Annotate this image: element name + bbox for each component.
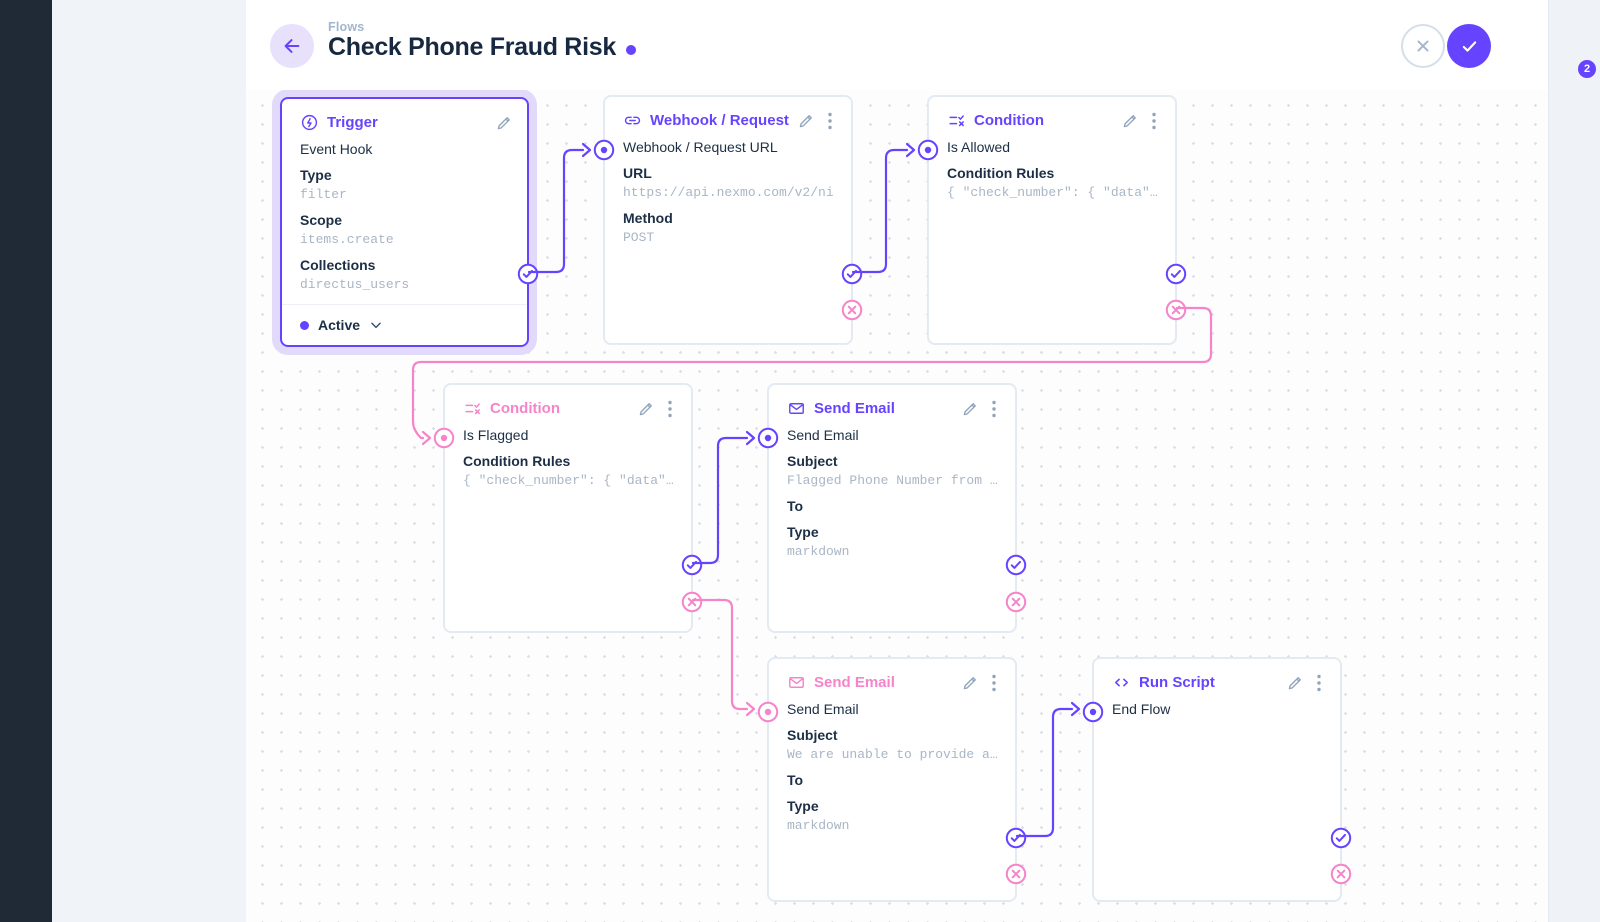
node-title: Run Script: [1139, 674, 1215, 691]
resolve-connector[interactable]: [1004, 826, 1028, 850]
more-options-icon[interactable]: [987, 400, 1001, 418]
trigger-name: Event Hook: [300, 141, 373, 157]
edit-icon[interactable]: [797, 112, 815, 130]
input-connector[interactable]: [592, 138, 616, 162]
module-bar: [0, 0, 52, 922]
node-body: Send Email Subject We are unable to prov…: [787, 701, 997, 833]
trigger-icon: [300, 113, 319, 132]
resolve-connector[interactable]: [1004, 553, 1028, 577]
node-body: Is Flagged Condition Rules { "check_numb…: [463, 427, 673, 488]
condition-icon: [463, 399, 482, 418]
node-body: End Flow: [1094, 700, 1340, 719]
flow-node-send-email-unable[interactable]: Send Email Send Email Subject We are una…: [757, 657, 1027, 902]
code-icon: [1112, 673, 1131, 692]
resolve-connector[interactable]: [680, 553, 704, 577]
edit-icon[interactable]: [495, 114, 513, 132]
operation-name: Is Allowed: [947, 139, 1011, 155]
node-body: Event Hook Type filter Scope items.creat…: [282, 140, 527, 294]
node-title: Send Email: [814, 400, 895, 417]
node-header: Condition: [929, 97, 1175, 138]
operation-name: Webhook / Request URL: [623, 139, 778, 155]
flow-node-webhook[interactable]: Webhook / Request URL Webhook / Request …: [593, 95, 863, 345]
node-header: Send Email: [769, 659, 1015, 700]
resolve-connector[interactable]: [840, 262, 864, 286]
breadcrumb[interactable]: Flows: [328, 20, 365, 34]
resolve-connector[interactable]: [1329, 826, 1353, 850]
node-body: Webhook / Request URL URL https://api.ne…: [623, 139, 833, 245]
trigger-status-toggle[interactable]: Active: [282, 304, 527, 345]
node-title: Trigger: [327, 114, 378, 131]
save-button[interactable]: [1447, 24, 1491, 68]
input-connector[interactable]: [756, 426, 780, 450]
page-title: Check Phone Fraud Risk: [328, 33, 636, 62]
more-options-icon[interactable]: [987, 674, 1001, 692]
mail-icon: [787, 399, 806, 418]
chevron-down-icon: [369, 318, 383, 332]
link-icon: [623, 111, 642, 130]
resolve-connector[interactable]: [1164, 262, 1188, 286]
operation-name: Is Flagged: [463, 427, 529, 443]
node-header: Send Email: [769, 385, 1015, 426]
node-title: Condition: [490, 400, 560, 417]
cancel-button[interactable]: [1401, 24, 1445, 68]
mail-icon: [787, 673, 806, 692]
input-connector[interactable]: [916, 138, 940, 162]
node-header: Condition: [445, 385, 691, 426]
reject-connector[interactable]: [1329, 862, 1353, 886]
more-options-icon[interactable]: [1147, 112, 1161, 130]
operation-name: Send Email: [787, 427, 859, 443]
edit-icon[interactable]: [1286, 674, 1304, 692]
node-title: Webhook / Request URL: [650, 112, 789, 129]
right-rail: [1548, 0, 1600, 922]
node-title: Condition: [974, 112, 1044, 129]
operation-name: Send Email: [787, 701, 859, 717]
reject-connector[interactable]: [1164, 298, 1188, 322]
status-dot: [300, 320, 309, 330]
unsaved-dot: [625, 44, 636, 55]
flow-node-send-email-flagged[interactable]: Send Email Send Email Subject Flagged Ph…: [757, 383, 1027, 633]
node-body: Is Allowed Condition Rules { "check_numb…: [947, 139, 1157, 200]
input-connector[interactable]: [1081, 700, 1105, 724]
flow-node-trigger[interactable]: Trigger Event Hook Type filter Scope ite…: [280, 97, 539, 347]
operation-name: End Flow: [1112, 701, 1171, 717]
edit-icon[interactable]: [961, 400, 979, 418]
node-title: Send Email: [814, 674, 895, 691]
back-button[interactable]: [270, 24, 314, 68]
notifications-badge: 2: [1578, 60, 1596, 78]
node-body: Send Email Subject Flagged Phone Number …: [787, 427, 997, 559]
reject-connector[interactable]: [840, 298, 864, 322]
reject-connector[interactable]: [1004, 862, 1028, 886]
node-header: Webhook / Request URL: [605, 97, 851, 138]
input-connector[interactable]: [756, 700, 780, 724]
edit-icon[interactable]: [637, 400, 655, 418]
check-icon: [1462, 40, 1476, 52]
arrow-left-icon: [284, 39, 300, 53]
input-connector[interactable]: [432, 426, 456, 450]
flow-node-condition-allowed[interactable]: Condition Is Allowed Condition Rules { "…: [917, 95, 1187, 345]
flow-node-condition-flagged[interactable]: Condition Is Flagged Condition Rules { "…: [433, 383, 703, 633]
more-options-icon[interactable]: [663, 400, 677, 418]
flow-title-text: Check Phone Fraud Risk: [328, 33, 616, 61]
status-label: Active: [318, 317, 361, 333]
node-header: Trigger: [282, 99, 527, 140]
resolve-connector[interactable]: [516, 262, 540, 286]
reject-connector[interactable]: [680, 590, 704, 614]
edit-icon[interactable]: [961, 674, 979, 692]
close-icon: [1417, 40, 1429, 52]
settings-sidebar: [52, 0, 246, 922]
edit-icon[interactable]: [1121, 112, 1139, 130]
condition-icon: [947, 111, 966, 130]
node-header: Run Script: [1094, 659, 1340, 700]
more-options-icon[interactable]: [823, 112, 837, 130]
reject-connector[interactable]: [1004, 590, 1028, 614]
more-options-icon[interactable]: [1312, 674, 1326, 692]
flow-node-run-script[interactable]: Run Script End Flow: [1082, 657, 1352, 902]
canvas-header: [246, 0, 1548, 90]
